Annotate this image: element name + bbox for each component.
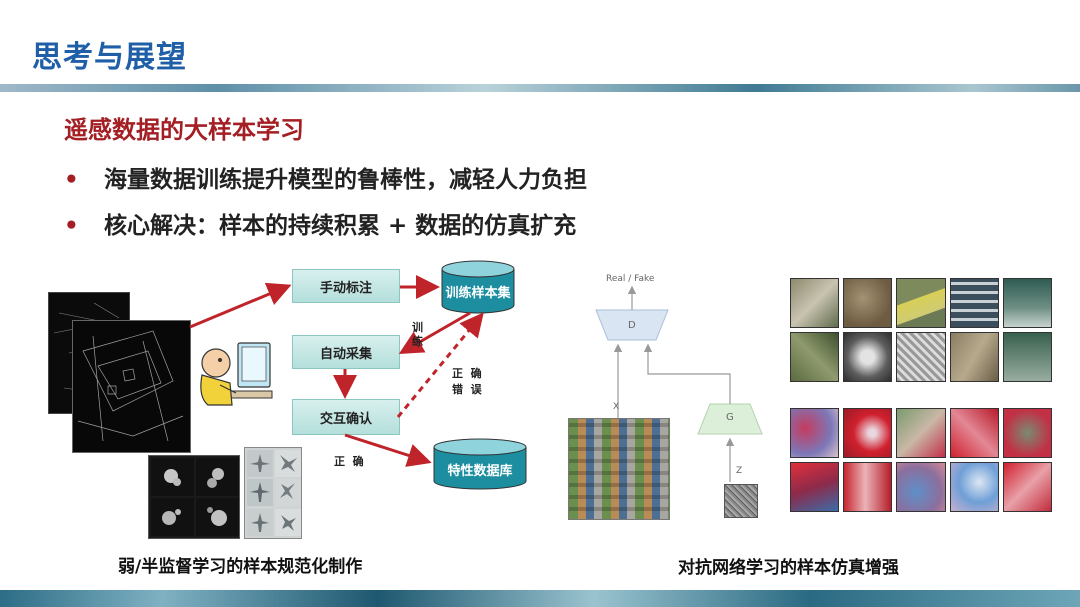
sar-sample-grid	[148, 455, 240, 539]
sample-tile	[896, 332, 946, 382]
sample-tile	[843, 278, 893, 328]
left-figure-caption: 弱/半监督学习的样本规范化制作	[118, 557, 363, 577]
arrow-image-to-manual	[189, 282, 292, 329]
bullet-item-2: • 核心解决：样本的持续积累 + 数据的仿真扩充	[64, 206, 576, 240]
bullet-text: 海量数据训练提升模型的鲁棒性，减轻人力负担	[104, 167, 587, 193]
auto-collection-box: 自动采集	[292, 335, 400, 369]
footer-band	[0, 590, 1080, 607]
sample-tile	[790, 408, 840, 458]
sar-texture-icon	[77, 330, 184, 442]
sample-tile	[790, 332, 840, 382]
airplane-chip-icon	[247, 479, 273, 507]
airplane-chip-icon	[247, 508, 273, 536]
database-icon	[441, 260, 515, 314]
label-correct: 正 确	[452, 367, 482, 380]
sample-tile	[790, 278, 840, 328]
sar-image-front	[72, 320, 191, 453]
manual-annotation-box: 手动标注	[292, 269, 400, 303]
sample-tile	[949, 332, 999, 382]
noise-input-label: Z	[736, 466, 743, 476]
sample-tile	[896, 462, 946, 512]
generated-optical-grid	[790, 278, 1052, 382]
gan-output-label: Real / Fake	[606, 274, 655, 284]
airplane-chip-icon	[275, 508, 301, 536]
generator-shape	[697, 403, 763, 435]
sample-tile	[1002, 462, 1052, 512]
discriminator-shape	[595, 309, 669, 341]
sample-tile	[790, 462, 840, 512]
sample-tile	[949, 408, 999, 458]
database-icon	[433, 438, 527, 490]
sample-tile	[1002, 278, 1052, 328]
feature-db-cylinder: 特性数据库	[432, 437, 528, 491]
right-figure: Real / Fake D G X Z 对抗网络学习的样本仿真增强	[560, 262, 1080, 584]
feature-db-label: 特性数据库	[447, 463, 513, 479]
operator-computer-icon	[200, 342, 273, 406]
sample-tile	[843, 408, 893, 458]
training-set-cylinder: 训练样本集	[440, 259, 516, 315]
real-samples-mosaic	[568, 418, 670, 520]
header-band	[0, 84, 1080, 92]
section-subtitle: 遥感数据的大样本学习	[64, 116, 304, 144]
airplane-chip-icon	[247, 450, 273, 477]
label-correct-2: 正 确	[334, 455, 364, 468]
bullet-marker: •	[64, 167, 79, 193]
airplane-chip-icon	[275, 450, 301, 477]
target-chip-icon	[196, 458, 239, 496]
sample-tile	[896, 278, 946, 328]
airplane-sample-grid	[244, 447, 302, 539]
airplane-chip-icon	[275, 479, 301, 507]
bullet-marker: •	[64, 213, 79, 239]
gan-diagram	[595, 285, 763, 482]
label-train-2: 练	[412, 335, 423, 348]
label-wrong: 错 误	[452, 383, 482, 396]
generator-label: G	[726, 412, 734, 423]
interactive-confirm-box: 交互确认	[292, 399, 400, 435]
bullet-text: 核心解决：样本的持续积累 + 数据的仿真扩充	[104, 213, 577, 239]
sample-tile	[1002, 408, 1052, 458]
real-input-label: X	[613, 402, 620, 412]
training-set-label: 训练样本集	[445, 285, 511, 301]
noise-vector-image	[724, 484, 758, 518]
sample-tile	[949, 278, 999, 328]
flow-arrows	[189, 275, 484, 467]
left-figure: 手动标注 自动采集 交互确认 训练样本集 特性数据库	[0, 255, 560, 585]
target-chip-icon	[151, 458, 194, 496]
slide-title: 思考与展望	[32, 40, 187, 75]
target-chip-icon	[196, 498, 239, 536]
generated-infrared-grid	[790, 408, 1052, 512]
sample-tile	[896, 408, 946, 458]
arrow-confirm-to-featuredb	[344, 433, 432, 467]
label-train-1: 训	[412, 321, 423, 334]
bullet-item-1: • 海量数据训练提升模型的鲁棒性，减轻人力负担	[64, 160, 587, 194]
sample-tile	[843, 332, 893, 382]
arrow-trainset-to-auto	[398, 311, 471, 354]
discriminator-label: D	[628, 320, 636, 331]
sample-tile	[1002, 332, 1052, 382]
sample-tile	[949, 462, 999, 512]
right-figure-caption: 对抗网络学习的样本仿真增强	[678, 558, 899, 578]
target-chip-icon	[151, 498, 194, 536]
sample-tile	[843, 462, 893, 512]
